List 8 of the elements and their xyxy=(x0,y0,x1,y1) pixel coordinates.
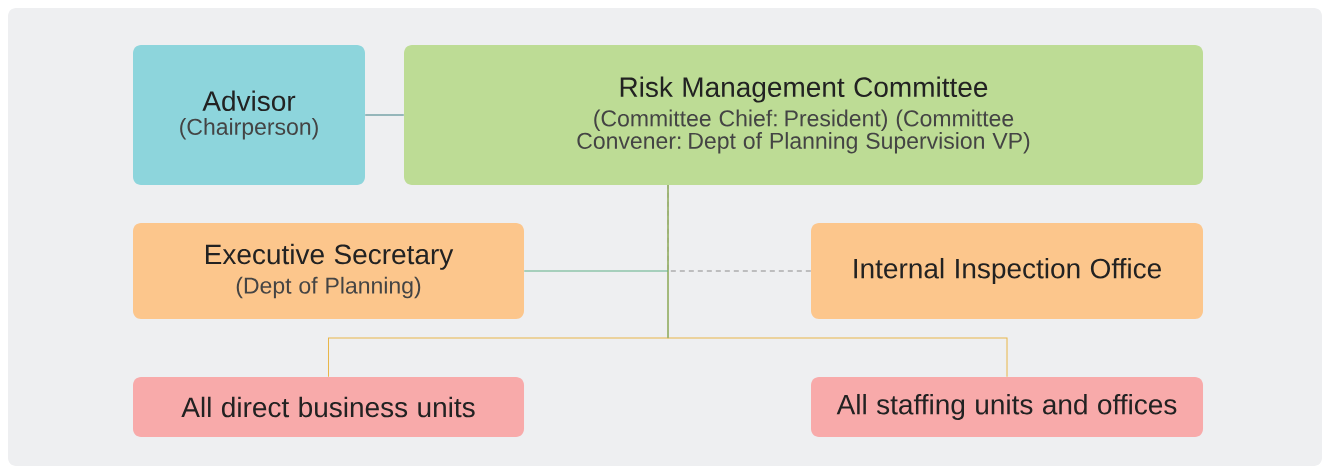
org-box: Executive Secretary (Dept of Planning) xyxy=(133,223,524,319)
connector-line xyxy=(523,184,669,339)
org-box: All staffing units and offices xyxy=(811,377,1203,437)
connector-line xyxy=(364,114,405,116)
org-box: All direct business units xyxy=(133,377,524,437)
org-box: Advisor (Chairperson) xyxy=(133,45,365,185)
org-box: Internal Inspection Office xyxy=(811,223,1203,319)
org-box: Risk Management Committee (Committee Chief: President) (Committee Convener: Dept of Planning Supervision VP) xyxy=(404,45,1203,185)
